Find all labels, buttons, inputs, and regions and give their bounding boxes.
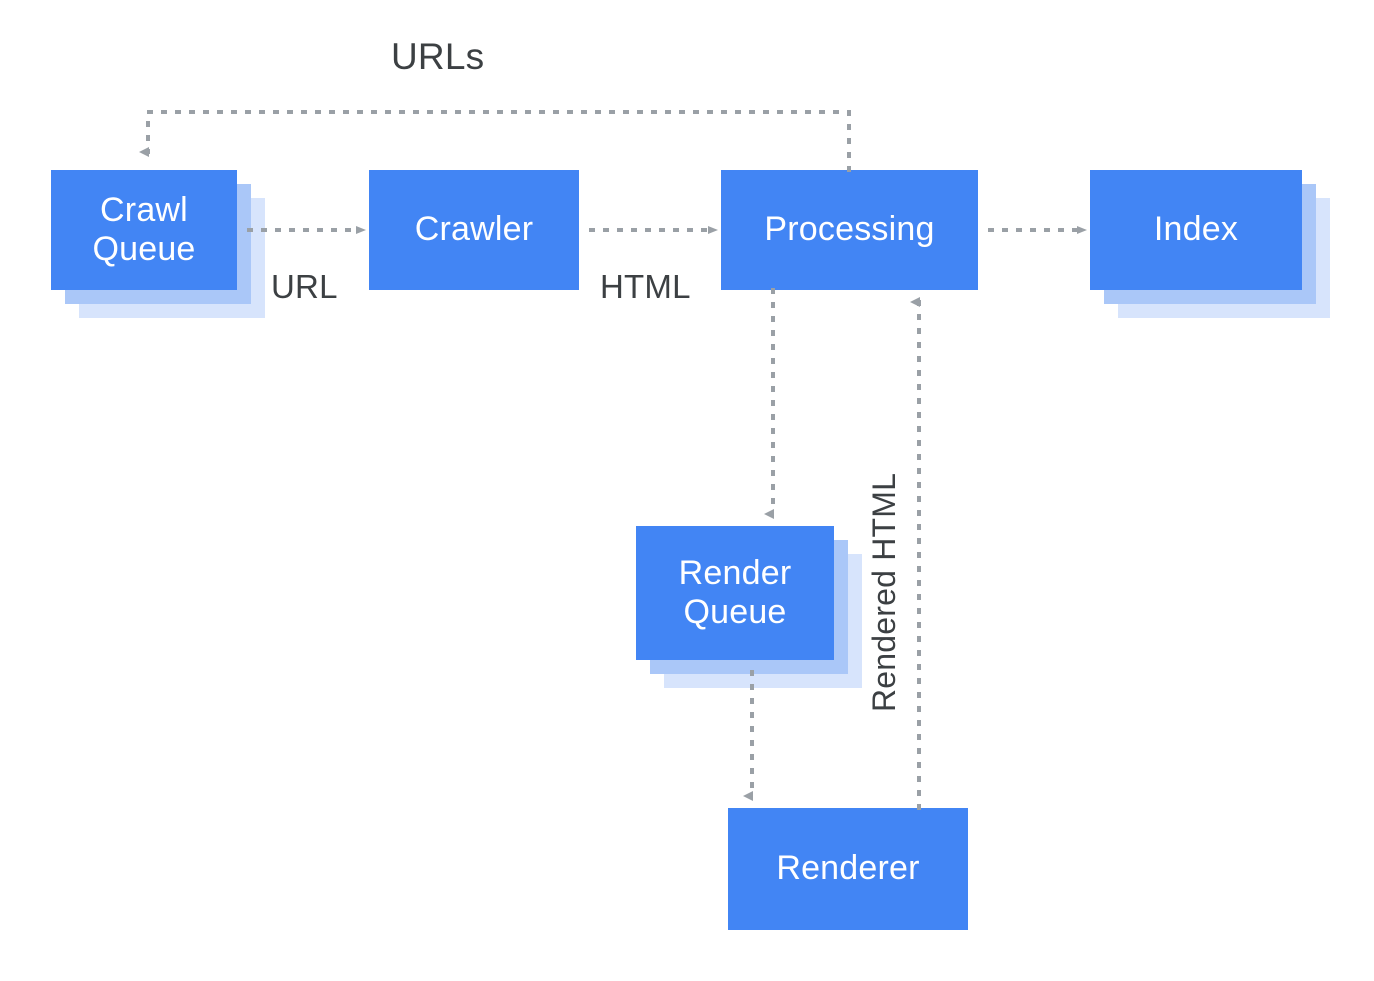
node-crawl-queue[interactable]: Crawl Queue: [51, 170, 237, 290]
node-crawler-label: Crawler: [414, 210, 534, 249]
node-processing-label: Processing: [764, 210, 935, 249]
node-processing[interactable]: Processing: [721, 170, 978, 290]
edge-label-urls: URLs: [391, 36, 485, 77]
node-crawler[interactable]: Crawler: [369, 170, 579, 290]
node-render-queue[interactable]: Render Queue: [636, 526, 834, 660]
node-renderer[interactable]: Renderer: [728, 808, 968, 930]
node-index[interactable]: Index: [1090, 170, 1302, 290]
node-index-label: Index: [1153, 210, 1239, 249]
node-renderer-label: Renderer: [776, 849, 920, 888]
edge-urls: [139, 110, 851, 172]
edge-label-url: URL: [271, 268, 338, 305]
edge-label-html: HTML: [600, 268, 691, 305]
edge-label-rendered-html: Rendered HTML: [866, 472, 902, 712]
node-render-queue-label: Render Queue: [678, 553, 792, 631]
node-crawl-queue-label: Crawl Queue: [92, 190, 196, 268]
